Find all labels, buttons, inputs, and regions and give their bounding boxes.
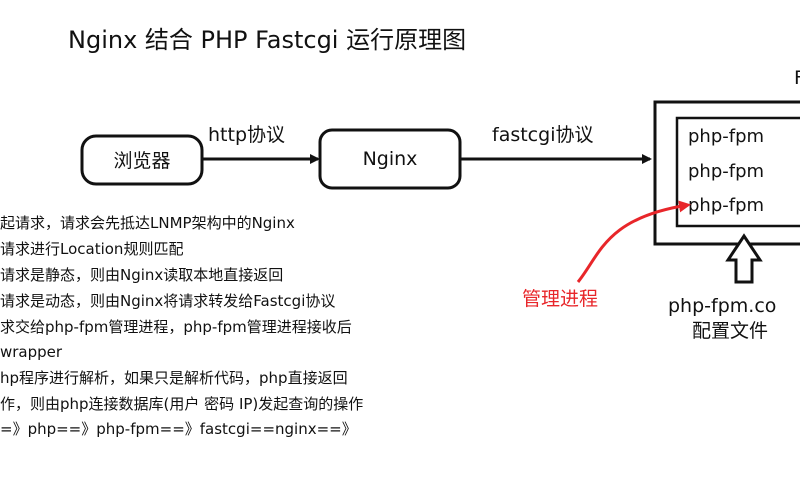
diagram-title: Nginx 结合 PHP Fastcgi 运行原理图	[68, 26, 466, 54]
config-filename: php-fpm.co	[668, 295, 776, 317]
step-line-3: 请求是静态，则由Nginx读取本地直接返回	[0, 266, 283, 284]
step-line-5: 求交给php-fpm管理进程，php-fpm管理进程接收后	[0, 318, 352, 336]
nginx-node-label: Nginx	[363, 148, 418, 170]
step-line-4: 请求是动态，则由Nginx将请求转发给Fastcgi协议	[0, 292, 335, 310]
fastcgi-edge-label: fastcgi协议	[492, 124, 593, 146]
step-line-6: wrapper	[0, 343, 63, 361]
browser-node-label: 浏览器	[113, 150, 170, 172]
step-line-8: 作，则由php连接数据库(用户 密码 IP)发起查询的操作	[0, 395, 363, 413]
config-caption: 配置文件	[692, 320, 768, 342]
corner-mark: F	[794, 67, 800, 89]
step-line-7: hp程序进行解析，如果只是解析代码，php直接返回	[0, 369, 348, 387]
step-line-1: 起请求，请求会先抵达LNMP架构中的Nginx	[0, 214, 295, 232]
php-fpm-worker-3: php-fpm	[688, 195, 764, 216]
http-edge-label: http协议	[208, 124, 285, 146]
manager-process-arrow	[576, 200, 691, 283]
php-fpm-worker-1: php-fpm	[688, 126, 764, 147]
manager-process-label: 管理进程	[522, 288, 598, 310]
php-fpm-worker-2: php-fpm	[688, 161, 764, 182]
step-line-9: =》php==》php-fpm==》fastcgi==nginx==》	[0, 420, 357, 438]
step-line-2: 请求进行Location规则匹配	[0, 240, 183, 258]
php-fpm-inner-box	[675, 116, 800, 228]
config-up-arrow	[725, 233, 763, 284]
